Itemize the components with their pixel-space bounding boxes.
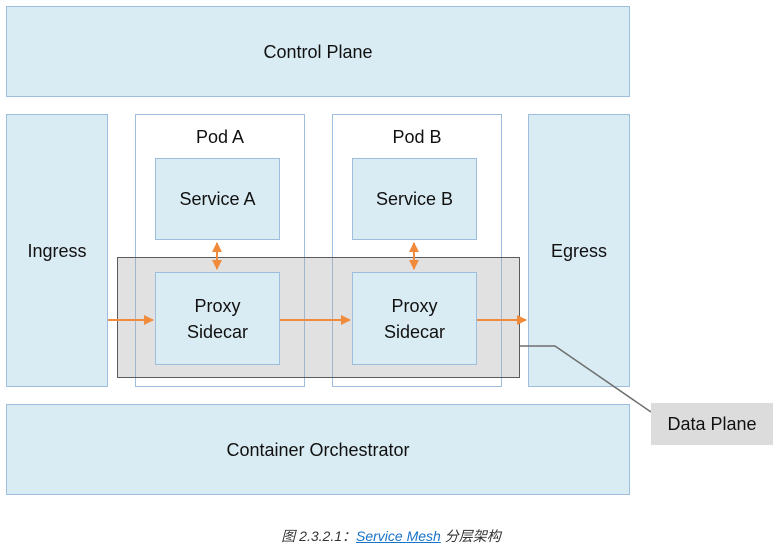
data-plane-callout-line — [520, 345, 652, 413]
ingress-box: Ingress — [6, 114, 108, 387]
caption-suffix: 分层架构 — [440, 528, 501, 544]
service-a-box: Service A — [155, 158, 280, 240]
proxy-a-line2: Sidecar — [186, 321, 249, 342]
data-plane-label: Data Plane — [651, 403, 773, 445]
service-b-label: Service B — [375, 189, 454, 209]
figure-caption: 图 2.3.2.1：Service Mesh 分层架构 — [0, 526, 782, 546]
ingress-label: Ingress — [27, 240, 87, 261]
container-orchestrator-label: Container Orchestrator — [226, 439, 410, 460]
caption-prefix: 图 2.3.2.1： — [281, 528, 356, 544]
egress-box: Egress — [528, 114, 630, 387]
pod-b-title: Pod B — [392, 127, 442, 147]
control-plane-label: Control Plane — [263, 41, 373, 62]
proxy-b-line2: Sidecar — [383, 321, 446, 342]
proxy-b-line1: Proxy — [391, 295, 438, 316]
control-plane-box: Control Plane — [6, 6, 630, 97]
proxy-sidecar-b-box: Proxy Sidecar — [352, 272, 477, 365]
egress-label: Egress — [550, 240, 608, 261]
proxy-sidecar-a-box: Proxy Sidecar — [155, 272, 280, 365]
service-mesh-link[interactable]: Service Mesh — [356, 528, 441, 544]
service-b-box: Service B — [352, 158, 477, 240]
data-plane-label-text: Data Plane — [667, 413, 757, 434]
pod-a-title: Pod A — [195, 127, 245, 147]
service-a-label: Service A — [179, 189, 256, 209]
proxy-a-line1: Proxy — [194, 295, 241, 316]
container-orchestrator-box: Container Orchestrator — [6, 404, 630, 495]
